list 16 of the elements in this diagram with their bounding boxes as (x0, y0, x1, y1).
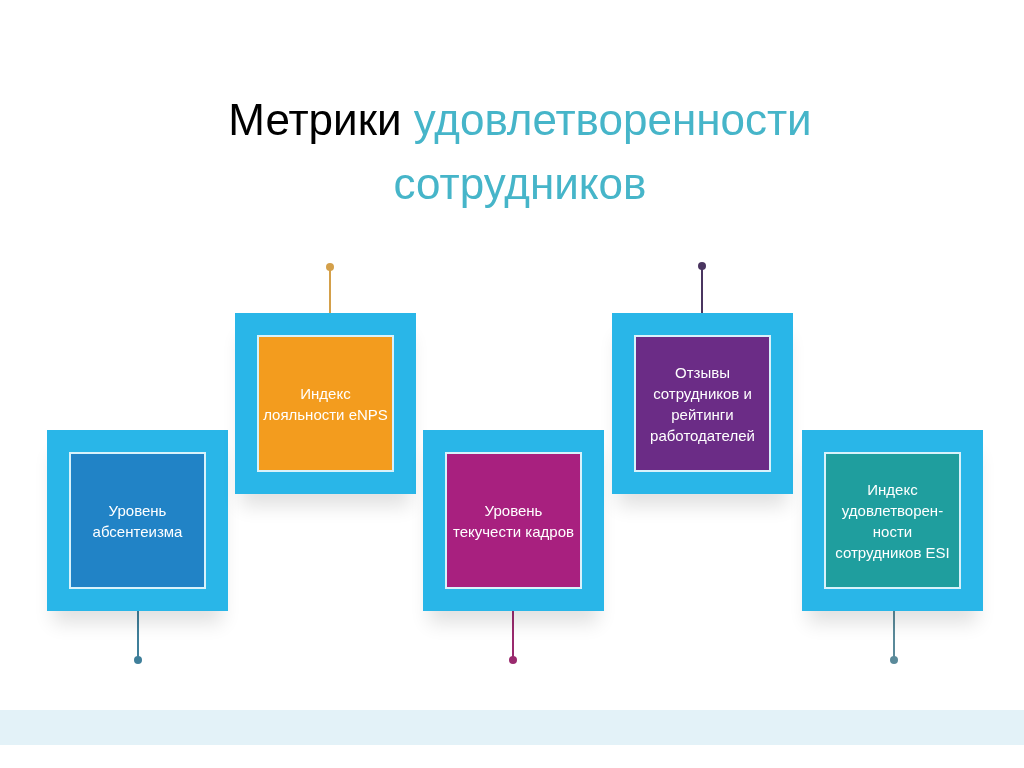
frame-box (612, 313, 793, 494)
leader-line (890, 610, 898, 664)
leader-line (134, 610, 142, 664)
frame-box (423, 430, 604, 611)
frame-box (235, 313, 416, 494)
frame-box (47, 430, 228, 611)
metric-box: Уровень абсентеизма (69, 452, 206, 589)
leader-line (326, 263, 334, 314)
frame-box (802, 430, 983, 611)
leader-line (698, 262, 706, 314)
metric-box: Отзывы сотрудников и рейтинги работодателей (634, 335, 771, 472)
leader-line (509, 610, 517, 664)
title: Метрики удовлетворенности сотрудников (227, 94, 813, 210)
metric-box: Уровень текучести кадров (445, 452, 582, 589)
metric-box: Индекс лояльности eNPS (257, 335, 394, 472)
metric-box: Индекс удовлетворен- ности сотрудников ESI (824, 452, 961, 589)
